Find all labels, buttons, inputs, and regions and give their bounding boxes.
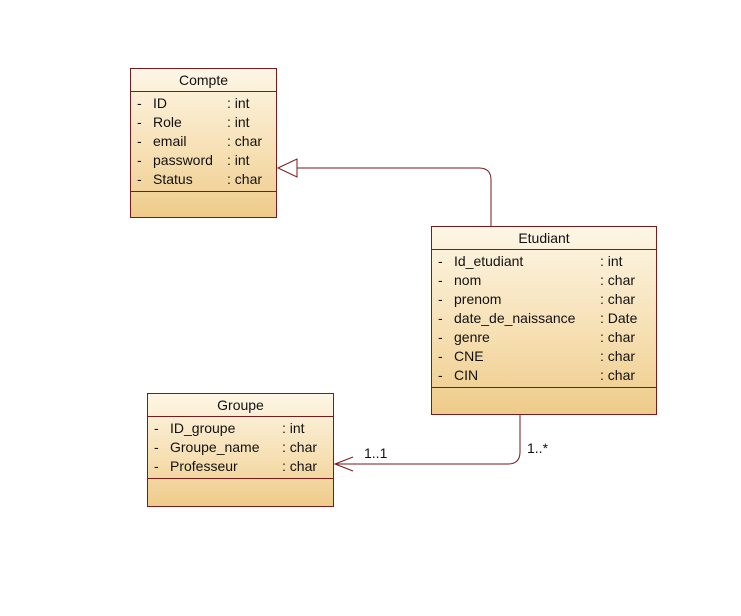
- generalization-arrowhead: [276, 158, 298, 178]
- attribute-type: : Date: [600, 310, 638, 326]
- attribute-type: : int: [227, 114, 250, 130]
- attribute-type: : char: [282, 458, 318, 474]
- association-arrowhead: [333, 456, 354, 472]
- visibility: -: [438, 348, 443, 364]
- attribute-name: CNE: [454, 348, 484, 364]
- attribute-name: Role: [153, 114, 182, 130]
- attribute-row[interactable]: -prenom : char: [432, 290, 656, 309]
- visibility: -: [438, 367, 443, 383]
- attribute-row[interactable]: -Professeur : char: [148, 457, 333, 476]
- visibility: -: [438, 329, 443, 345]
- operations-compartment: [131, 192, 276, 213]
- class-title: Groupe: [148, 394, 333, 417]
- attribute-name: date_de_naissance: [454, 310, 576, 326]
- attribute-type: : char: [227, 133, 263, 149]
- visibility: -: [154, 458, 159, 474]
- attribute-row[interactable]: -genre : char: [432, 328, 656, 347]
- visibility: -: [438, 291, 443, 307]
- visibility: -: [154, 420, 159, 436]
- attribute-name: password: [153, 152, 213, 168]
- attribute-name: Status: [153, 171, 193, 187]
- multiplicity-etudiant-end: 1..*: [527, 440, 549, 456]
- visibility: -: [137, 171, 142, 187]
- attribute-type: : char: [600, 329, 636, 345]
- attribute-row[interactable]: -Groupe_name : char: [148, 438, 333, 457]
- attribute-row[interactable]: -ID_groupe : int: [148, 419, 333, 438]
- attribute-row[interactable]: -nom : char: [432, 271, 656, 290]
- attribute-type: : int: [600, 253, 623, 269]
- attribute-name: Groupe_name: [170, 439, 260, 455]
- attribute-row[interactable]: -Id_etudiant : int: [432, 252, 656, 271]
- attribute-type: : int: [282, 420, 305, 436]
- attribute-name: ID_groupe: [170, 420, 236, 436]
- attribute-row[interactable]: -CNE : char: [432, 347, 656, 366]
- visibility: -: [438, 253, 443, 269]
- attribute-row[interactable]: -Status : char: [131, 170, 276, 189]
- attribute-name: Id_etudiant: [454, 253, 524, 269]
- attribute-row[interactable]: -email : char: [131, 132, 276, 151]
- visibility: -: [438, 310, 443, 326]
- attribute-name: nom: [454, 272, 482, 288]
- class-etudiant[interactable]: Etudiant -Id_etudiant: int -nom: char -p…: [431, 226, 657, 415]
- operations-compartment: [432, 388, 656, 409]
- class-title: Etudiant: [432, 227, 656, 250]
- attributes-compartment: -ID_groupe: int -Groupe_name: char -Prof…: [148, 417, 333, 479]
- class-title: Compte: [131, 69, 276, 92]
- visibility: -: [438, 272, 443, 288]
- attribute-row[interactable]: -password : int: [131, 151, 276, 170]
- generalization-line[interactable]: [297, 167, 492, 226]
- association-line[interactable]: [335, 415, 521, 465]
- attribute-type: : char: [282, 439, 318, 455]
- attribute-type: : int: [227, 152, 250, 168]
- attribute-type: : char: [600, 367, 636, 383]
- class-groupe[interactable]: Groupe -ID_groupe: int -Groupe_name: cha…: [147, 393, 334, 507]
- attribute-type: : char: [600, 272, 636, 288]
- attribute-name: prenom: [454, 291, 502, 307]
- attribute-row[interactable]: -ID : int: [131, 94, 276, 113]
- attribute-row[interactable]: -CIN : char: [432, 366, 656, 385]
- multiplicity-groupe-end: 1..1: [364, 445, 388, 461]
- attribute-row[interactable]: -date_de_naissance : Date: [432, 309, 656, 328]
- attribute-name: ID: [153, 95, 167, 111]
- visibility: -: [137, 114, 142, 130]
- class-compte[interactable]: Compte -ID: int -Role: int -email: char …: [130, 68, 277, 218]
- attribute-name: Professeur: [170, 458, 238, 474]
- attribute-name: genre: [454, 329, 490, 345]
- visibility: -: [137, 133, 142, 149]
- operations-compartment: [148, 479, 333, 500]
- attributes-compartment: -Id_etudiant: int -nom: char -prenom: ch…: [432, 250, 656, 388]
- visibility: -: [137, 152, 142, 168]
- attribute-name: email: [153, 133, 187, 149]
- visibility: -: [154, 439, 159, 455]
- attribute-type: : char: [227, 171, 263, 187]
- attributes-compartment: -ID: int -Role: int -email: char -passwo…: [131, 92, 276, 192]
- attribute-type: : char: [600, 291, 636, 307]
- attribute-name: CIN: [454, 367, 479, 383]
- attribute-row[interactable]: -Role : int: [131, 113, 276, 132]
- attribute-type: : int: [227, 95, 250, 111]
- visibility: -: [137, 95, 142, 111]
- attribute-type: : char: [600, 348, 636, 364]
